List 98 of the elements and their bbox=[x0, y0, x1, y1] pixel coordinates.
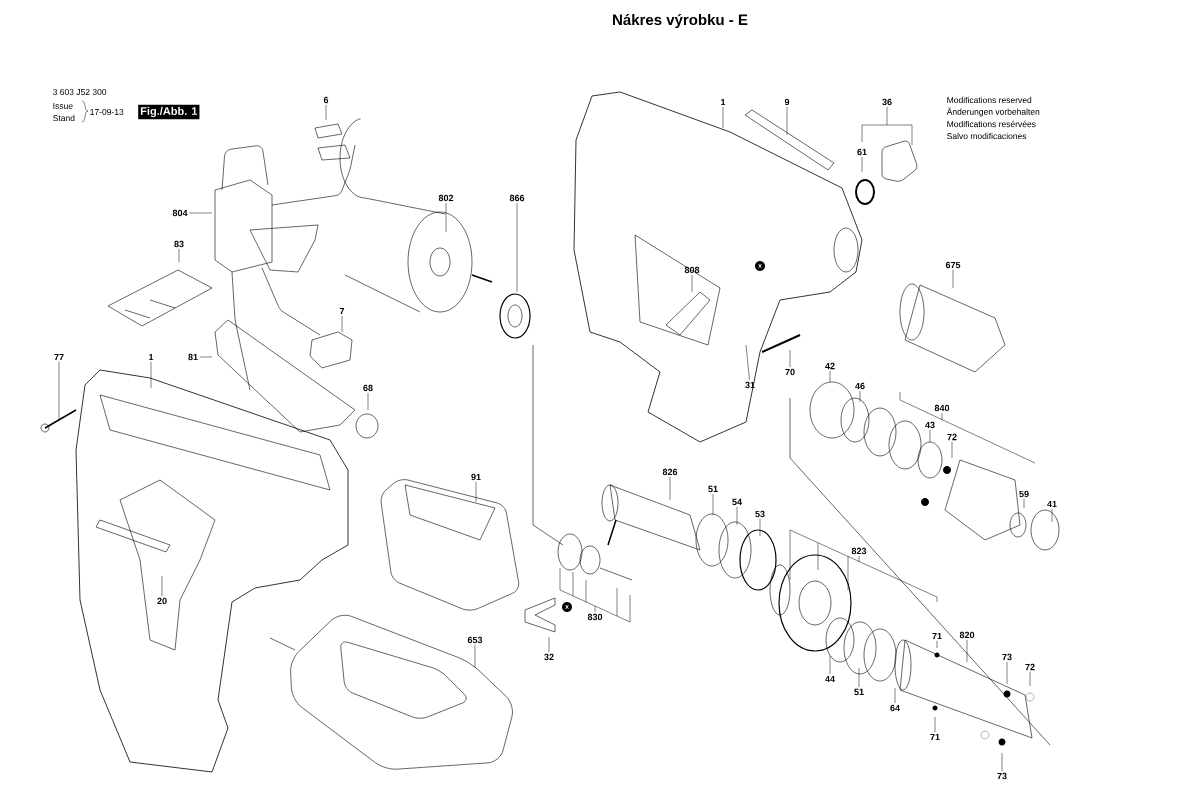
leader-line bbox=[1051, 508, 1053, 523]
note-text: Änderungen vorbehalten bbox=[946, 107, 1040, 117]
callout-number: 68 bbox=[363, 384, 373, 392]
callout-number: 9 bbox=[784, 98, 790, 106]
callout-number: 71 bbox=[932, 632, 942, 640]
leader-line bbox=[178, 248, 180, 263]
callout-number: 675 bbox=[945, 261, 961, 269]
leader-line bbox=[829, 655, 831, 675]
leader-line bbox=[736, 506, 738, 526]
text: Stand bbox=[53, 114, 75, 122]
callout-number: 72 bbox=[1025, 663, 1035, 671]
leader-line bbox=[899, 391, 1036, 464]
note-text: Salvo modificaciones bbox=[947, 132, 1027, 140]
leader-line bbox=[936, 640, 938, 649]
note-text: Modifications reserved bbox=[947, 96, 1032, 104]
callout-number: 41 bbox=[1047, 500, 1057, 508]
text: Issue bbox=[53, 103, 73, 109]
callout-number: 866 bbox=[509, 194, 525, 202]
callout-number: 6 bbox=[323, 96, 329, 104]
leader-line bbox=[367, 392, 369, 411]
callout-number: 53 bbox=[755, 510, 765, 518]
callout-number: 36 bbox=[882, 98, 892, 106]
leader-line bbox=[861, 156, 863, 173]
date-text: 17-09-13 bbox=[90, 109, 124, 115]
title: Nákres výrobku - E bbox=[613, 13, 748, 29]
leader-line bbox=[786, 106, 788, 136]
callout-number: 71 bbox=[930, 733, 940, 741]
callout-number: 830 bbox=[587, 613, 603, 621]
callout-number: 46 bbox=[855, 382, 865, 390]
callout-number: 54 bbox=[732, 498, 742, 506]
leader-line bbox=[966, 639, 968, 663]
leader-line bbox=[712, 493, 714, 516]
leader-line bbox=[161, 575, 163, 597]
callout-number: 1 bbox=[721, 98, 726, 106]
callout-number: 77 bbox=[54, 353, 64, 361]
leader-line bbox=[745, 344, 750, 381]
leader-line bbox=[859, 390, 861, 403]
note-text: Modifications resérvées bbox=[947, 120, 1036, 128]
leader-line bbox=[934, 716, 936, 733]
leader-line bbox=[951, 441, 953, 459]
leader-line bbox=[861, 106, 913, 146]
leader-line bbox=[548, 636, 550, 653]
leader-line bbox=[858, 667, 860, 688]
leader-line bbox=[894, 687, 896, 704]
leader-line bbox=[475, 481, 477, 503]
callout-number: 653 bbox=[467, 636, 483, 644]
callout-number: 823 bbox=[851, 547, 867, 555]
callout-number: 804 bbox=[172, 209, 188, 217]
callout-number: 1 bbox=[149, 353, 154, 361]
leader-line bbox=[789, 529, 938, 603]
leader-line bbox=[188, 212, 213, 214]
callout-number: 802 bbox=[438, 194, 454, 202]
leader-line bbox=[474, 644, 476, 669]
callout-number: 91 bbox=[471, 473, 481, 481]
callout-number: 42 bbox=[825, 362, 835, 370]
callout-number: 73 bbox=[1002, 653, 1012, 661]
leader-line bbox=[1001, 752, 1003, 772]
callout-number: 826 bbox=[662, 468, 678, 476]
leader-line bbox=[199, 356, 213, 358]
leader-line bbox=[341, 315, 343, 333]
callout-number: 51 bbox=[708, 485, 718, 493]
callout-number: 820 bbox=[959, 631, 975, 639]
callout-number: 61 bbox=[857, 148, 867, 156]
callout-number: 31 bbox=[745, 381, 755, 389]
callout-number: 83 bbox=[174, 240, 184, 248]
callout-number: 808 bbox=[684, 266, 700, 274]
leader-line bbox=[325, 104, 327, 121]
leader-line bbox=[789, 349, 791, 368]
callout-number: 73 bbox=[997, 772, 1007, 780]
callout-number: 32 bbox=[544, 653, 554, 661]
leader-line bbox=[669, 476, 671, 501]
callout-number: 43 bbox=[925, 421, 935, 429]
leader-line bbox=[952, 269, 954, 289]
leader-line bbox=[829, 370, 831, 383]
leader-line bbox=[1029, 671, 1031, 687]
callout-number: 64 bbox=[890, 704, 900, 712]
callout-number: 59 bbox=[1019, 490, 1029, 498]
callout-number: 7 bbox=[339, 307, 345, 315]
figure-label: Fig./Abb. 1 bbox=[138, 104, 200, 120]
leader-line bbox=[58, 361, 60, 421]
callout-number: 51 bbox=[854, 688, 864, 696]
part-number-text: 3 603 J52 300 bbox=[53, 89, 107, 95]
leader-line bbox=[150, 361, 152, 389]
leader-line bbox=[1023, 498, 1025, 509]
leader-line bbox=[516, 202, 518, 293]
leader-line bbox=[722, 106, 724, 129]
leader-line bbox=[445, 202, 447, 233]
leader-line bbox=[691, 274, 693, 293]
leader-line bbox=[929, 429, 931, 443]
callout-number: 20 bbox=[157, 597, 167, 605]
leader-line bbox=[559, 567, 631, 623]
callout-number: 70 bbox=[785, 368, 795, 376]
callout-number: 72 bbox=[947, 433, 957, 441]
callout-number: 840 bbox=[934, 404, 950, 412]
callout-number: 81 bbox=[188, 353, 198, 361]
callout-number: 44 bbox=[825, 675, 835, 683]
leader-line bbox=[1006, 661, 1008, 685]
leader-line bbox=[759, 518, 761, 537]
